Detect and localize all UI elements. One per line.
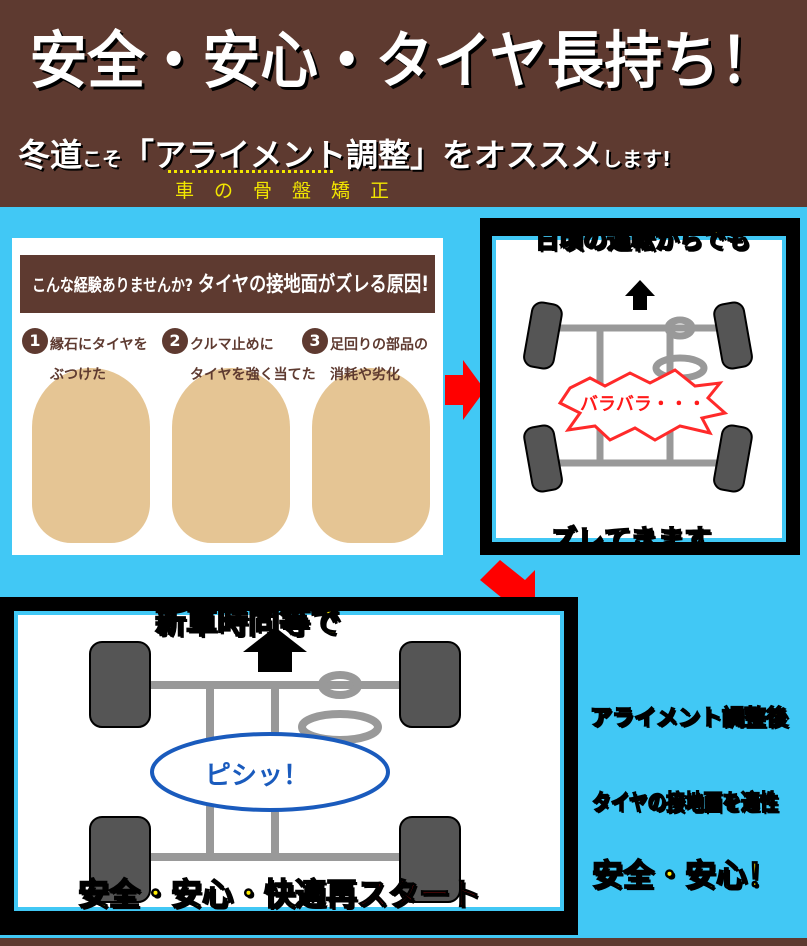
misaligned-diagram: 日頃の運転からでも バラバラ・・・ ズレてきます [480, 218, 800, 557]
side-text-1: アライメント調整後 [589, 705, 789, 732]
annotation: 車の骨盤矯正 [175, 180, 410, 202]
bottom-strip [0, 938, 807, 946]
burst-shape [557, 368, 729, 442]
car-illustration [312, 368, 430, 543]
burst-text: バラバラ・・・ [580, 394, 706, 415]
aligned-chassis [89, 627, 461, 903]
aligned-caption-bottom: 安全・安心・快適再スタート [77, 876, 482, 914]
side-text-2: タイヤの接地面を適性 [591, 790, 779, 817]
misaligned-chassis [523, 280, 753, 493]
subtitle: 冬道こそ「アライメント調整」をオススメします! [18, 136, 672, 174]
side-text-3: 安全・安心！ [591, 857, 779, 895]
header-banner: 安全・安心・タイヤ長持ち！ 冬道こそ「アライメント調整」をオススメします! 車の… [0, 0, 807, 207]
cause-number: 1 [22, 328, 48, 354]
oval-shape [150, 732, 390, 812]
aligned-caption-top: 新車時同等で [154, 604, 342, 642]
cause-number: 2 [162, 328, 188, 354]
oval-text: ピシッ！ [205, 761, 310, 791]
arrow-right-icon [445, 360, 485, 420]
cause-text: 縁石にタイヤをぶつけた [50, 337, 148, 383]
cause-text: 足回りの部品の消耗や劣化 [330, 337, 428, 383]
page-title: 安全・安心・タイヤ長持ち！ [29, 24, 778, 97]
cause-number: 3 [302, 328, 328, 354]
causes-heading: こんな経験ありませんか? タイヤの接地面がズレる原因! [20, 255, 435, 313]
aligned-diagram: ピシッ！ 新車時同等で 安全・安心・快適再スタート [0, 597, 578, 935]
dotted-underline [168, 170, 333, 173]
car-illustration [172, 368, 290, 543]
misaligned-caption-top: 日頃の運転からでも [534, 225, 751, 255]
car-illustration [32, 368, 150, 543]
misaligned-caption-bottom: ズレてきます [549, 524, 712, 557]
cause-text: クルマ止めにタイヤを強く当てた [190, 337, 316, 383]
